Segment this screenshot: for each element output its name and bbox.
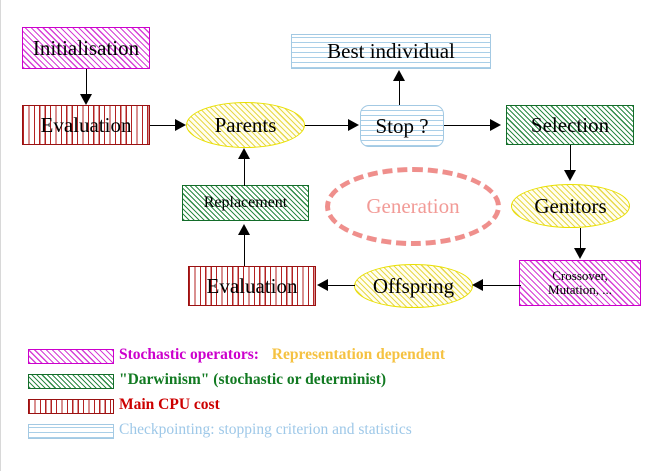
connector-init-to-eval (86, 69, 87, 97)
node-genitors[interactable]: Genitors (511, 184, 630, 228)
left-border (0, 0, 1, 471)
node-initialisation[interactable]: Initialisation (22, 27, 150, 69)
node-generation: Generation (325, 167, 501, 246)
legend-label-stochastic-text: Stochastic operators: (119, 346, 259, 363)
node-operators-line1: Crossover, (552, 268, 608, 284)
connector-stop-to-best (399, 80, 400, 105)
connector-eval-to-parents (150, 125, 179, 126)
node-offspring-label: Offspring (372, 273, 455, 298)
legend-swatch-cpu (28, 399, 114, 414)
arrowhead-init-to-eval (80, 94, 92, 105)
node-selection-label: Selection (530, 112, 610, 137)
arrowhead-stop-to-selection (490, 119, 501, 131)
connector-operators-to-offspring (481, 285, 521, 286)
connector-replacement-to-parents (244, 158, 245, 186)
legend-swatch-stochastic (28, 349, 114, 364)
arrowhead-genitors-to-operators (574, 248, 586, 259)
node-generation-label: Generation (366, 194, 460, 218)
node-operators[interactable]: Crossover, Mutation, ... (519, 260, 641, 306)
legend-label-darwinism: "Darwinism" (stochastic or determinist) (119, 371, 387, 388)
arrowhead-operators-to-offspring (472, 279, 483, 291)
node-replacement[interactable]: Replacement (182, 185, 309, 221)
connector-selection-to-genitors (570, 145, 571, 173)
connector-stop-to-selection (444, 125, 494, 126)
node-operators-line2: Mutation, ... (548, 282, 612, 297)
node-parents[interactable]: Parents (186, 102, 305, 148)
node-evaluation-top-label: Evaluation (40, 112, 132, 137)
legend-label-stochastic-text2: Representation dependent (271, 346, 446, 363)
node-selection[interactable]: Selection (506, 105, 634, 145)
arrowhead-selection-to-genitors (564, 170, 576, 181)
connector-eval-to-replacement (244, 234, 245, 266)
node-best-individual[interactable]: Best individual (291, 34, 491, 69)
node-evaluation-bottom-label: Evaluation (206, 273, 298, 298)
node-parents-label: Parents (214, 112, 277, 137)
arrowhead-eval-to-parents (175, 119, 186, 131)
node-offspring[interactable]: Offspring (354, 264, 473, 308)
arrowhead-replacement-to-parents (238, 148, 250, 159)
connector-offspring-to-eval (325, 285, 355, 286)
legend-label-stochastic: Stochastic operators: Representation dep… (119, 346, 445, 364)
node-stop[interactable]: Stop ? (360, 105, 444, 147)
legend-swatch-checkpointing (28, 424, 114, 439)
node-replacement-label: Replacement (203, 193, 288, 211)
arrowhead-offspring-to-eval (317, 279, 328, 291)
connector-parents-to-stop (305, 125, 352, 126)
node-evaluation-top[interactable]: Evaluation (22, 105, 150, 145)
node-initialisation-label: Initialisation (32, 35, 140, 60)
node-genitors-label: Genitors (534, 193, 607, 218)
arrowhead-stop-to-best (393, 70, 405, 81)
arrowhead-eval-to-replacement (238, 224, 250, 235)
legend-swatch-darwinism (28, 374, 114, 389)
legend-label-cpu: Main CPU cost (119, 396, 220, 413)
legend-label-checkpointing: Checkpointing: stopping criterion and st… (119, 421, 412, 438)
node-best-individual-label: Best individual (327, 39, 455, 64)
arrowhead-parents-to-stop (348, 119, 359, 131)
connector-genitors-to-operators (580, 228, 581, 251)
node-evaluation-bottom[interactable]: Evaluation (188, 266, 316, 306)
node-stop-label: Stop ? (375, 113, 429, 138)
